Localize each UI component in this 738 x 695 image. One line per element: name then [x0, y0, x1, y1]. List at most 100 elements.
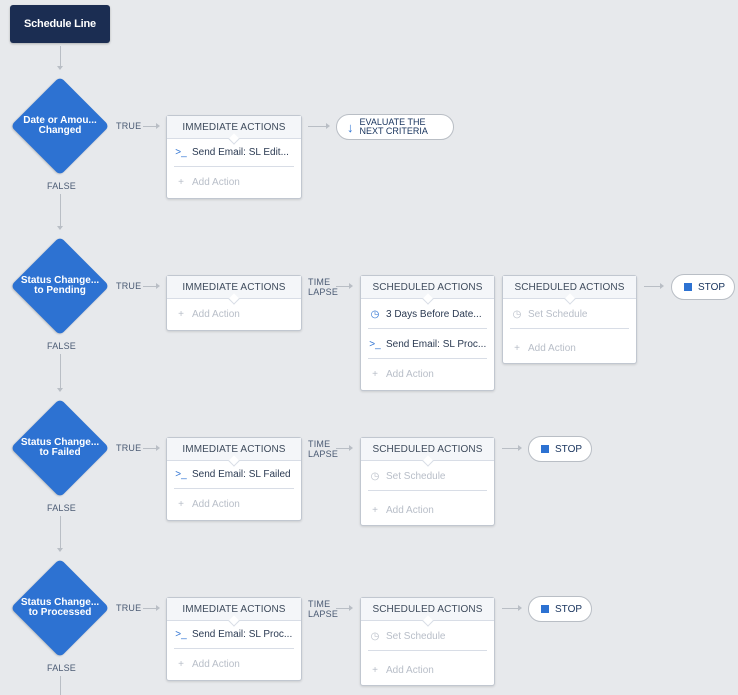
set-schedule-label: Set Schedule — [386, 470, 446, 482]
stop-icon — [684, 283, 692, 291]
stop-label: STOP — [555, 443, 583, 455]
connector — [502, 448, 518, 449]
start-node-label: Schedule Line — [24, 18, 96, 30]
false-label: FALSE — [47, 181, 77, 191]
connector-arrow — [156, 123, 160, 129]
action-row[interactable]: >_ Send Email: SL Proc... — [368, 330, 487, 359]
email-action-icon: >_ — [175, 628, 187, 640]
connector-arrow — [349, 283, 353, 289]
connector-arrow — [57, 66, 63, 70]
stop-label: STOP — [698, 281, 726, 293]
connector-arrow — [349, 445, 353, 451]
connector — [336, 608, 350, 609]
add-action-label: Add Action — [192, 308, 240, 320]
action-label: Send Email: SL Proc... — [192, 628, 293, 640]
card-header: IMMEDIATE ACTIONS — [182, 443, 286, 455]
set-schedule-label: Set Schedule — [386, 630, 446, 642]
set-schedule-row[interactable]: ◷ Set Schedule — [368, 462, 487, 491]
add-action-button[interactable]: + Add Action — [368, 360, 487, 388]
connector-arrow — [156, 605, 160, 611]
connector — [60, 516, 61, 548]
criteria-node-pending[interactable]: Status Change... to Pending — [10, 236, 110, 336]
criteria-line1: Status Change... — [20, 275, 100, 286]
connector — [143, 608, 157, 609]
criteria-line1: Status Change... — [20, 597, 100, 608]
add-action-label: Add Action — [386, 664, 434, 676]
criteria-line1: Status Change... — [20, 437, 100, 448]
action-row[interactable]: >_ Send Email: SL Proc... — [174, 620, 294, 649]
add-action-label: Add Action — [192, 658, 240, 670]
evaluate-line1: EVALUATE THE — [359, 117, 426, 127]
connector — [502, 608, 518, 609]
plus-icon: + — [514, 342, 520, 354]
schedule-row[interactable]: ◷ 3 Days Before Date... — [368, 300, 487, 329]
schedule-label: 3 Days Before Date... — [386, 308, 482, 320]
scheduled-actions-card: SCHEDULED ACTIONS ◷ Set Schedule + Add A… — [360, 597, 495, 686]
plus-icon: + — [178, 308, 184, 320]
false-label: FALSE — [47, 503, 77, 513]
action-row[interactable]: >_ Send Email: SL Edit... — [174, 138, 294, 167]
add-action-button[interactable]: + Add Action — [174, 650, 294, 678]
immediate-actions-card: IMMEDIATE ACTIONS >_ Send Email: SL Proc… — [166, 597, 302, 681]
false-label: FALSE — [47, 663, 77, 673]
card-header: SCHEDULED ACTIONS — [372, 281, 483, 293]
connector — [143, 286, 157, 287]
card-header: SCHEDULED ACTIONS — [514, 281, 625, 293]
connector-arrow — [57, 388, 63, 392]
stop-node[interactable]: STOP — [671, 274, 735, 300]
scheduled-actions-card: SCHEDULED ACTIONS ◷ Set Schedule + Add A… — [502, 275, 637, 364]
false-label: FALSE — [47, 341, 77, 351]
stop-node[interactable]: STOP — [528, 596, 592, 622]
set-schedule-row[interactable]: ◷ Set Schedule — [368, 622, 487, 651]
add-action-button[interactable]: + Add Action — [368, 656, 487, 684]
action-label: Send Email: SL Proc... — [386, 338, 487, 350]
scheduled-actions-card: SCHEDULED ACTIONS ◷ Set Schedule + Add A… — [360, 437, 495, 526]
connector-arrow — [518, 445, 522, 451]
action-row[interactable]: >_ Send Email: SL Failed — [174, 460, 294, 489]
connector — [60, 354, 61, 388]
clock-icon: ◷ — [370, 308, 380, 320]
down-arrow-icon: ↓ — [347, 119, 354, 135]
connector — [60, 194, 61, 226]
set-schedule-row[interactable]: ◷ Set Schedule — [510, 300, 629, 329]
start-node-schedule-line[interactable]: Schedule Line — [10, 5, 110, 43]
criteria-line2: to Failed — [39, 447, 81, 458]
add-action-button[interactable]: + Add Action — [510, 334, 629, 362]
email-action-icon: >_ — [369, 338, 381, 350]
add-action-button[interactable]: + Add Action — [174, 490, 294, 518]
stop-node[interactable]: STOP — [528, 436, 592, 462]
connector — [60, 46, 61, 66]
immediate-actions-card: IMMEDIATE ACTIONS >_ Send Email: SL Edit… — [166, 115, 302, 199]
clock-icon: ◷ — [370, 470, 380, 482]
add-action-label: Add Action — [192, 176, 240, 188]
connector-arrow — [326, 123, 330, 129]
evaluate-next-criteria[interactable]: ↓ EVALUATE THE NEXT CRITERIA — [336, 114, 454, 140]
criteria-line2: to Pending — [34, 285, 86, 296]
add-action-button[interactable]: + Add Action — [368, 496, 487, 524]
connector-arrow — [57, 226, 63, 230]
immediate-actions-card: IMMEDIATE ACTIONS >_ Send Email: SL Fail… — [166, 437, 302, 521]
card-header: SCHEDULED ACTIONS — [372, 603, 483, 615]
add-action-button[interactable]: + Add Action — [174, 168, 294, 196]
card-header: IMMEDIATE ACTIONS — [182, 281, 286, 293]
add-action-label: Add Action — [386, 368, 434, 380]
criteria-node-processed[interactable]: Status Change... to Processed — [10, 558, 110, 658]
plus-icon: + — [372, 504, 378, 516]
action-label: Send Email: SL Edit... — [192, 146, 289, 158]
add-action-button[interactable]: + Add Action — [174, 300, 294, 328]
connector — [143, 126, 157, 127]
connector-arrow — [156, 445, 160, 451]
criteria-node-failed[interactable]: Status Change... to Failed — [10, 398, 110, 498]
connector-arrow — [156, 283, 160, 289]
connector — [143, 448, 157, 449]
plus-icon: + — [372, 368, 378, 380]
connector-arrow — [660, 283, 664, 289]
stop-icon — [541, 605, 549, 613]
stop-icon — [541, 445, 549, 453]
criteria-line2: Changed — [38, 125, 82, 136]
criteria-node-date-amount[interactable]: Date or Amou... Changed — [10, 76, 110, 176]
connector-arrow — [349, 605, 353, 611]
